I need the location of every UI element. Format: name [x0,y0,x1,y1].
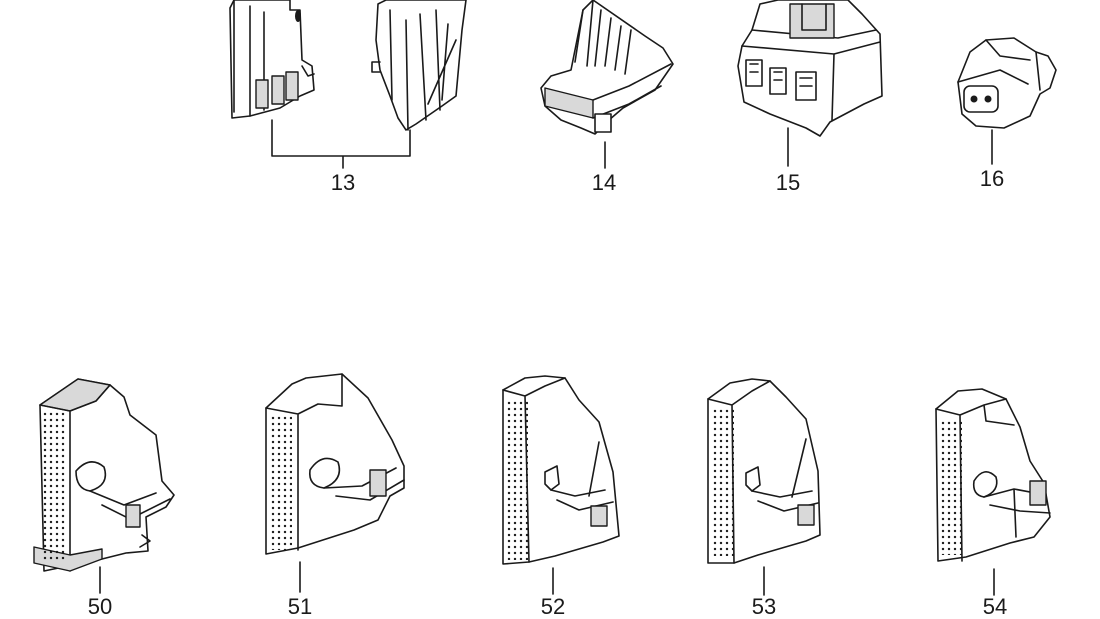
part-50-drawing [33,378,175,594]
part-52-label: 52 [540,594,566,619]
part-50-label: 50 [87,594,113,619]
part-15-label: 15 [775,170,801,195]
part-53-label: 53 [751,594,777,619]
part-16-drawing [957,37,1057,165]
part-51-label: 51 [287,594,313,619]
part-51-pin-field [270,415,292,550]
part-52-pin-field [506,400,528,560]
part-13-drawing [229,0,467,169]
part-14-drawing [540,0,674,169]
part-52-drawing [502,375,620,595]
part-50-pin-field [42,411,66,561]
part-53-pin-field [712,408,734,556]
part-51-drawing [265,373,405,593]
part-54-drawing [935,388,1051,596]
part-54-label: 54 [982,594,1008,619]
part-14-label: 14 [591,170,617,195]
part-16-label: 16 [979,166,1005,191]
part-54-pin-field [940,420,962,555]
part-13-label: 13 [330,170,356,195]
part-15-drawing [737,0,883,167]
part-53-drawing [707,378,821,596]
